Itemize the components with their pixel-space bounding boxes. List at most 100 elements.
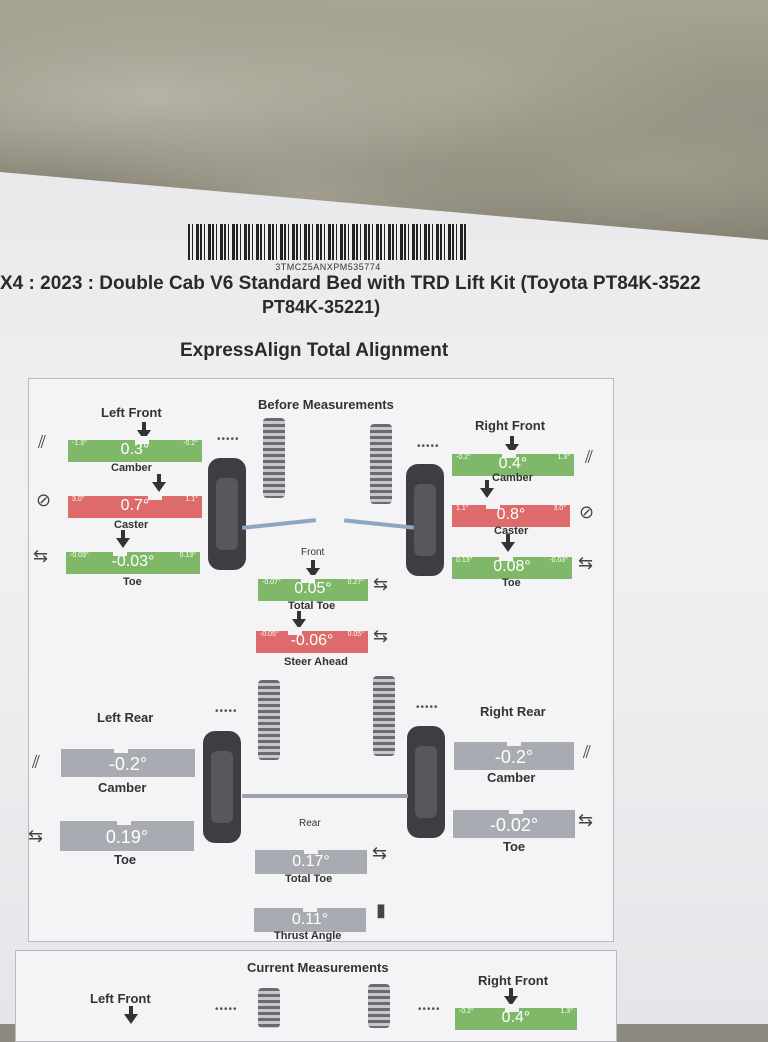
lr-toe-value: 0.19° xyxy=(105,827,149,847)
caster-icon: ⊘ xyxy=(579,502,595,522)
rf-camber-label: Camber xyxy=(492,472,533,484)
left-front-label: Left Front xyxy=(101,405,162,420)
dots-separator: ••••• xyxy=(215,1004,238,1015)
toe-icon: ⇆ xyxy=(578,810,594,830)
rr-toe-label: Toe xyxy=(503,839,526,854)
current-title: Current Measurements xyxy=(247,960,389,975)
front-total-toe-max: 0.27° xyxy=(347,579,364,586)
lf-camber-value: 0.3° xyxy=(120,441,150,458)
lf-caster-min: 3.0° xyxy=(72,496,85,503)
lr-toe-label: Toe xyxy=(114,852,137,867)
thrust-angle-gauge: 0.11° xyxy=(254,904,366,932)
caster-icon: ⊘ xyxy=(36,490,52,510)
current-rf-camber-max: 1.3° xyxy=(560,1008,573,1015)
camber-icon: ⫽ xyxy=(38,432,47,452)
rear-total-toe-label: Total Toe xyxy=(285,873,333,885)
current-rf-camber-value: 0.4° xyxy=(501,1009,531,1026)
total-toe-marker-arrow xyxy=(306,560,320,578)
dots-separator: ••••• xyxy=(417,441,440,452)
steer-ahead-value: -0.06° xyxy=(290,632,334,649)
rear-label: Rear xyxy=(299,818,321,829)
vehicle-title: X4 : 2023 : Double Cab V6 Standard Bed w… xyxy=(0,273,701,294)
rr-camber-value: -0.2° xyxy=(494,747,534,767)
lf-caster-gauge: 3.0° 1.1° 0.7° xyxy=(68,492,202,518)
rf-camber-gauge: -0.2° 1.3° 0.4° xyxy=(452,450,574,476)
left-front-spring xyxy=(263,418,285,498)
rf-caster-max: 3.0° xyxy=(553,505,566,512)
lf-toe-value: -0.03° xyxy=(111,553,155,570)
before-title: Before Measurements xyxy=(258,397,394,412)
steer-ahead-label: Steer Ahead xyxy=(284,656,348,668)
lr-camber-label: Camber xyxy=(98,780,147,795)
current-left-front-label: Left Front xyxy=(90,991,151,1006)
thrust-angle-label: Thrust Angle xyxy=(274,930,342,942)
front-total-toe-gauge: -0.07° 0.27° 0.05° xyxy=(258,575,368,601)
front-total-toe-value: 0.05° xyxy=(294,580,332,597)
current-right-front-label: Right Front xyxy=(478,973,549,988)
dots-separator: ••••• xyxy=(416,702,439,713)
rr-camber-gauge: -0.2° xyxy=(454,738,574,770)
toe-icon: ⇆ xyxy=(28,826,44,846)
front-total-toe-min: -0.07° xyxy=(262,579,281,586)
current-left-spring xyxy=(258,988,280,1028)
rf-caster-gauge: 1.1° 3.0° 0.8° xyxy=(452,501,570,527)
rf-camber-min: -0.2° xyxy=(456,454,471,461)
thrust-angle-icon: ▮ xyxy=(376,900,386,920)
rr-camber-label: Camber xyxy=(487,770,536,785)
rear-total-toe-gauge: 0.17° xyxy=(255,846,367,874)
barcode-bars xyxy=(188,224,468,260)
lf-caster-label: Caster xyxy=(114,519,149,531)
lr-camber-value: -0.2° xyxy=(108,754,148,774)
left-rear-label: Left Rear xyxy=(97,710,154,725)
rr-toe-gauge: -0.02° xyxy=(453,806,575,838)
toe-icon: ⇆ xyxy=(578,553,594,573)
left-rear-wheel xyxy=(203,731,241,843)
camber-marker-arrow xyxy=(124,1006,138,1024)
dots-separator: ••••• xyxy=(215,706,238,717)
camber-marker-arrow xyxy=(504,988,518,1006)
front-total-toe-label: Total Toe xyxy=(288,600,336,612)
rf-toe-label: Toe xyxy=(502,577,521,589)
camber-icon: ⫽ xyxy=(583,742,592,762)
right-front-label: Right Front xyxy=(475,418,546,433)
lf-camber-max: -0.2° xyxy=(183,440,198,447)
dots-separator: ••••• xyxy=(418,1004,441,1015)
rf-caster-label: Caster xyxy=(494,525,529,537)
rear-axle xyxy=(242,794,408,798)
lf-toe-min: -0.03° xyxy=(70,552,89,559)
rf-camber-max: 1.3° xyxy=(557,454,570,461)
lf-caster-value: 0.7° xyxy=(120,497,150,514)
camber-marker-arrow xyxy=(137,422,151,440)
rf-toe-max: -0.03° xyxy=(549,557,568,564)
barcode-number: 3TMCZ5ANXPM535774 xyxy=(275,262,381,272)
dots-separator: ••••• xyxy=(217,434,240,445)
steer-ahead-icon: ⇆ xyxy=(373,626,389,646)
steer-ahead-max: 0.05° xyxy=(347,631,364,638)
rf-toe-value: 0.08° xyxy=(493,558,531,575)
caster-marker-arrow xyxy=(480,480,494,498)
right-rear-label: Right Rear xyxy=(480,704,546,719)
vin-barcode: 3TMCZ5ANXPM535774 xyxy=(188,224,468,272)
vehicle-title-cont: PT84K-35221) xyxy=(262,297,381,317)
camber-marker-arrow xyxy=(505,436,519,454)
steer-ahead-min: -0.05° xyxy=(260,631,279,638)
rf-toe-min: 0.13° xyxy=(456,557,473,564)
camber-icon: ⫽ xyxy=(585,447,594,467)
right-rear-wheel xyxy=(407,726,445,838)
lr-camber-gauge: -0.2° xyxy=(61,745,195,777)
total-toe-icon: ⇆ xyxy=(373,574,389,594)
lf-toe-gauge: -0.03° 0.13° -0.03° xyxy=(66,548,200,574)
rear-total-toe-value: 0.17° xyxy=(292,853,330,870)
rf-camber-value: 0.4° xyxy=(498,455,528,472)
total-toe-icon: ⇆ xyxy=(372,843,388,863)
lf-toe-max: 0.13° xyxy=(179,552,196,559)
toe-icon: ⇆ xyxy=(33,546,49,566)
lf-camber-min: -1.3° xyxy=(72,440,87,447)
left-front-wheel xyxy=(208,458,246,570)
right-front-spring xyxy=(370,424,392,504)
current-right-spring xyxy=(368,984,390,1028)
camber-icon: ⫽ xyxy=(32,752,41,772)
rf-toe-gauge: 0.13° -0.03° 0.08° xyxy=(452,553,572,579)
lf-toe-label: Toe xyxy=(123,576,142,588)
steer-ahead-gauge: -0.05° 0.05° -0.06° xyxy=(256,627,368,653)
